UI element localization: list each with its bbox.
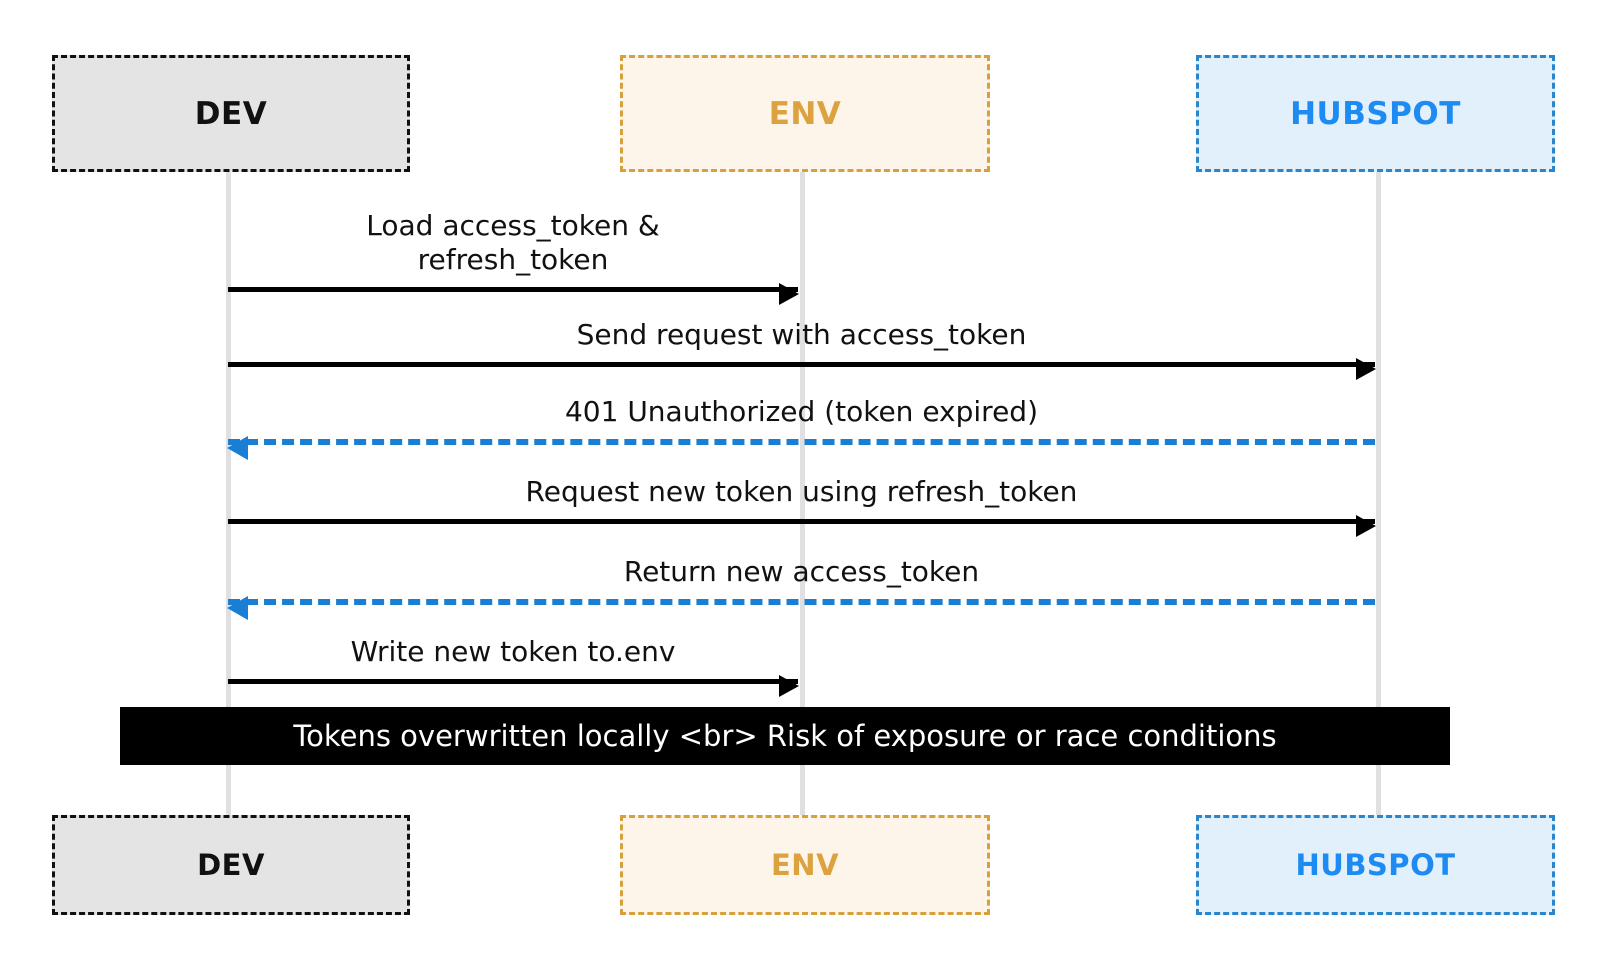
lifeline-env bbox=[800, 170, 805, 818]
message-401-unauthorized[interactable]: 401 Unauthorized (token expired) bbox=[227, 382, 1375, 460]
participant-footer-dev[interactable]: DEV bbox=[52, 815, 410, 915]
lifeline-dev bbox=[226, 170, 231, 818]
participant-footer-env-label: ENV bbox=[770, 848, 840, 882]
message-load-tokens-line bbox=[228, 283, 799, 305]
participant-footer-dev-label: DEV bbox=[197, 848, 265, 882]
note-risk-banner-text: Tokens overwritten locally <br> Risk of … bbox=[293, 719, 1277, 753]
message-send-request-line bbox=[228, 358, 1376, 380]
message-load-tokens-label: Load access_token & refresh_token bbox=[366, 208, 660, 276]
participant-header-dev[interactable]: DEV bbox=[52, 55, 410, 172]
message-request-new-token[interactable]: Request new token using refresh_token bbox=[228, 462, 1376, 537]
participant-header-env[interactable]: ENV bbox=[620, 55, 990, 172]
participant-header-env-label: ENV bbox=[768, 95, 842, 132]
arrow-head-right-icon bbox=[1356, 358, 1376, 380]
arrow-head-right-icon bbox=[779, 283, 799, 305]
arrow-head-right-icon bbox=[1356, 515, 1376, 537]
participant-header-hubspot-label: HUBSPOT bbox=[1290, 95, 1461, 132]
message-return-new-token[interactable]: Return new access_token bbox=[227, 542, 1375, 620]
arrow-head-left-icon bbox=[227, 596, 248, 620]
participant-header-dev-label: DEV bbox=[194, 95, 268, 132]
arrow-head-left-icon bbox=[227, 436, 248, 460]
message-return-new-token-label: Return new access_token bbox=[623, 554, 980, 588]
lifeline-hubspot bbox=[1376, 170, 1381, 818]
message-request-new-token-label: Request new token using refresh_token bbox=[525, 474, 1078, 508]
message-send-request-label: Send request with access_token bbox=[576, 317, 1027, 351]
participant-footer-hubspot[interactable]: HUBSPOT bbox=[1196, 815, 1555, 915]
message-write-token[interactable]: Write new token to.env bbox=[228, 622, 799, 697]
message-write-token-line bbox=[228, 675, 799, 697]
message-401-unauthorized-label: 401 Unauthorized (token expired) bbox=[564, 394, 1039, 428]
arrow-head-right-icon bbox=[779, 675, 799, 697]
message-request-new-token-line bbox=[228, 515, 1376, 537]
message-return-new-token-line bbox=[227, 596, 1375, 620]
message-load-tokens[interactable]: Load access_token & refresh_token bbox=[228, 195, 799, 305]
message-send-request[interactable]: Send request with access_token bbox=[228, 305, 1376, 380]
participant-footer-env[interactable]: ENV bbox=[620, 815, 990, 915]
participant-footer-hubspot-label: HUBSPOT bbox=[1295, 848, 1456, 882]
message-write-token-label: Write new token to.env bbox=[350, 634, 676, 668]
message-401-unauthorized-line bbox=[227, 436, 1375, 460]
note-risk-banner: Tokens overwritten locally <br> Risk of … bbox=[120, 707, 1450, 765]
participant-header-hubspot[interactable]: HUBSPOT bbox=[1196, 55, 1555, 172]
